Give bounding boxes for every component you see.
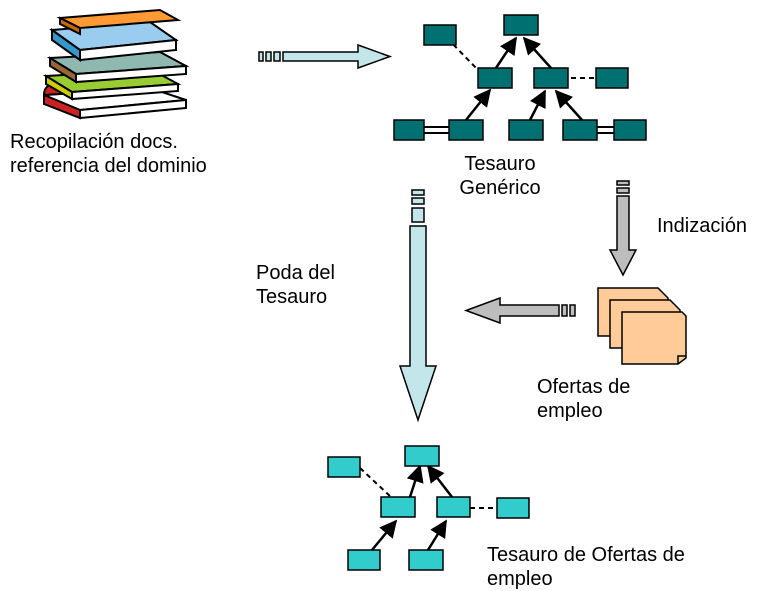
indexing-label: Indización [657, 215, 748, 237]
document-stack-icon [597, 287, 687, 365]
job-offers-label: Ofertas de empleo [537, 376, 631, 422]
book-stack-icon [42, 8, 190, 120]
generic-thesaurus-label: Tesauro Genérico [459, 153, 541, 199]
pruning-label: Poda del Tesauro [256, 262, 335, 308]
arrow-offers-to-pruning [463, 296, 576, 325]
offers-thesaurus-label: Tesauro de Ofertas de empleo [487, 544, 685, 590]
arrow-to-generic-thesaurus [258, 43, 393, 70]
generic-thesaurus-tree [393, 14, 647, 141]
source-docs-label: Recopilación docs. referencia del domini… [10, 131, 207, 177]
offers-thesaurus-tree [327, 445, 530, 571]
arrow-pruning [398, 189, 438, 423]
arrow-indexing [608, 180, 638, 277]
